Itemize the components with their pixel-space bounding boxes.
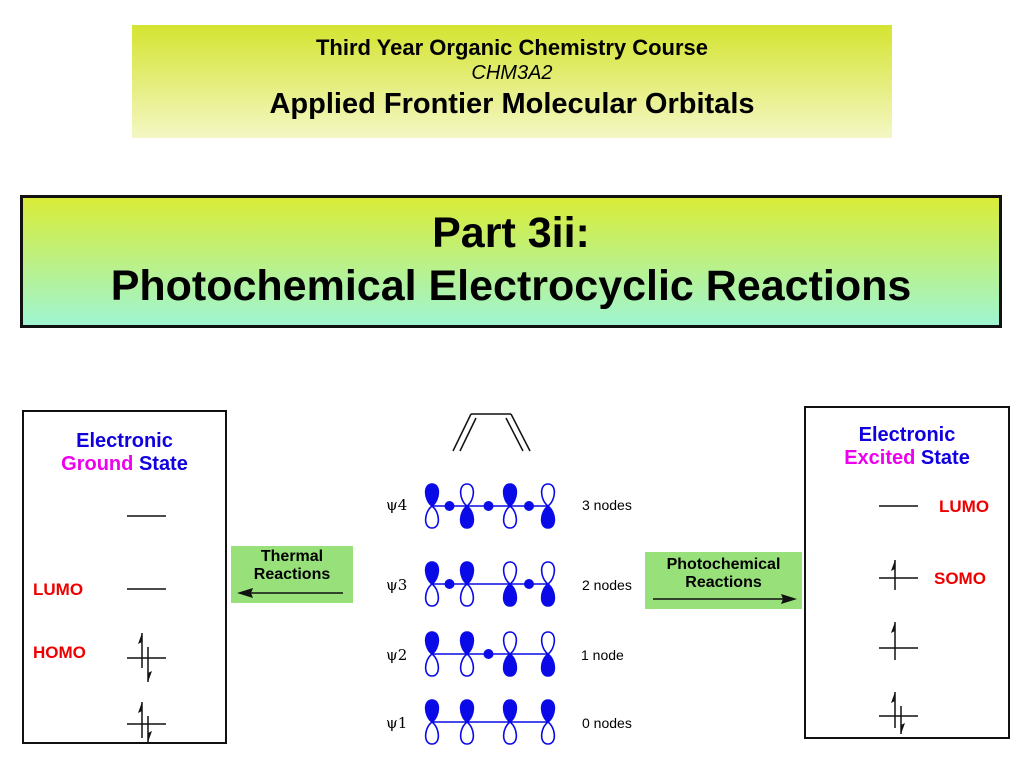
p-orbital-lobe	[424, 652, 440, 677]
p-orbital-lobe	[459, 504, 475, 529]
node-dot	[524, 501, 534, 511]
p-orbital-lobe	[540, 582, 556, 607]
p-orbital-lobe	[459, 561, 475, 586]
thermal-label-1: Thermal	[260, 548, 324, 565]
excited-state-panel: Electronic Excited State LUMO SOMO	[804, 406, 1010, 739]
p-orbital-lobe	[502, 504, 518, 529]
psi3-nodes: 2 nodes	[582, 577, 632, 593]
node-dot	[483, 649, 494, 659]
p-orbital-lobe	[502, 720, 518, 745]
p-orbital-lobe	[424, 699, 440, 724]
p-orbital-lobe	[424, 720, 440, 745]
electron-pair-icon	[138, 702, 152, 742]
p-orbital-lobe	[459, 582, 475, 607]
excited-energy-levels	[879, 505, 918, 734]
psi4-label: ψ4	[386, 496, 408, 514]
p-orbital-lobe	[424, 631, 440, 656]
p-orbital-lobe	[502, 582, 518, 607]
p-orbital-lobe	[540, 504, 556, 529]
photochemical-reactions-box: Photochemical Reactions	[645, 552, 802, 609]
p-orbital-lobe	[540, 483, 556, 508]
excited-heading-state: Excited State	[806, 447, 1008, 470]
p-orbital-lobe	[502, 699, 518, 724]
p-orbital-lobe	[459, 699, 475, 724]
ground-heading-electronic: Electronic	[76, 430, 173, 452]
node-dot	[444, 579, 455, 589]
part-number: Part 3ii:	[432, 209, 590, 257]
psi1-label: ψ1	[386, 714, 408, 732]
ground-energy-levels	[127, 515, 166, 742]
excited-somo-label: SOMO	[934, 569, 986, 588]
p-orbital-lobe	[502, 631, 518, 656]
ground-lumo-label: LUMO	[33, 580, 84, 599]
electron-pair-icon	[138, 633, 152, 682]
thermal-reactions-box: Thermal Reactions	[231, 546, 353, 603]
p-orbital-lobe	[459, 652, 475, 677]
electron-pair-icon	[891, 692, 905, 734]
butadiene-structure	[452, 413, 531, 452]
psi2-nodes: 1 node	[581, 647, 624, 663]
course-code: CHM3A2	[471, 62, 553, 84]
photochemical-label-1: Photochemical	[666, 556, 781, 573]
photochemical-label-2: Reactions	[685, 574, 762, 591]
p-orbital-lobe	[459, 483, 475, 508]
state-word: State	[920, 447, 970, 469]
right-arrow-icon	[653, 594, 797, 604]
p-orbital-lobe	[540, 561, 556, 586]
psi2-label: ψ2	[386, 646, 408, 664]
psi1-nodes: 0 nodes	[582, 715, 632, 731]
ground-heading-state: Ground State	[24, 453, 225, 476]
p-orbital-lobe	[540, 699, 556, 724]
node-dot	[444, 501, 455, 511]
psi3-label: ψ3	[386, 576, 408, 594]
course-header: Third Year Organic Chemistry Course CHM3…	[132, 25, 892, 138]
ground-word: Ground	[61, 453, 134, 475]
p-orbital-lobe	[424, 582, 440, 607]
p-orbital-lobe	[540, 652, 556, 677]
p-orbital-lobe	[502, 652, 518, 677]
course-title: Third Year Organic Chemistry Course	[315, 35, 709, 60]
excited-lumo-label: LUMO	[939, 497, 990, 516]
ground-homo-label: HOMO	[33, 643, 86, 662]
p-orbital-lobe	[459, 631, 475, 656]
ground-state-panel: Electronic Ground State LUMO HOMO	[22, 410, 227, 744]
p-orbital-lobe	[540, 631, 556, 656]
p-orbital-lobe	[424, 483, 440, 508]
p-orbital-lobe	[459, 720, 475, 745]
orbital-diagram	[424, 483, 556, 745]
single-electron-icon	[891, 622, 896, 660]
node-dot	[483, 501, 494, 511]
state-word: State	[138, 453, 188, 475]
excited-heading-electronic: Electronic	[858, 424, 956, 446]
part-title-box: Part 3ii: Photochemical Electrocyclic Re…	[20, 195, 1002, 328]
excited-word: Excited	[844, 447, 916, 469]
p-orbital-lobe	[540, 720, 556, 745]
psi4-nodes: 3 nodes	[582, 497, 632, 513]
p-orbital-lobe	[424, 561, 440, 586]
lecture-title: Applied Frontier Molecular Orbitals	[269, 88, 755, 120]
p-orbital-lobe	[424, 504, 440, 529]
left-arrow-icon	[237, 588, 343, 598]
single-electron-icon	[891, 560, 896, 590]
p-orbital-lobe	[502, 483, 518, 508]
part-title: Photochemical Electrocyclic Reactions	[110, 262, 912, 310]
p-orbital-lobe	[502, 561, 518, 586]
thermal-label-2: Reactions	[253, 566, 331, 583]
node-dot	[524, 579, 534, 589]
